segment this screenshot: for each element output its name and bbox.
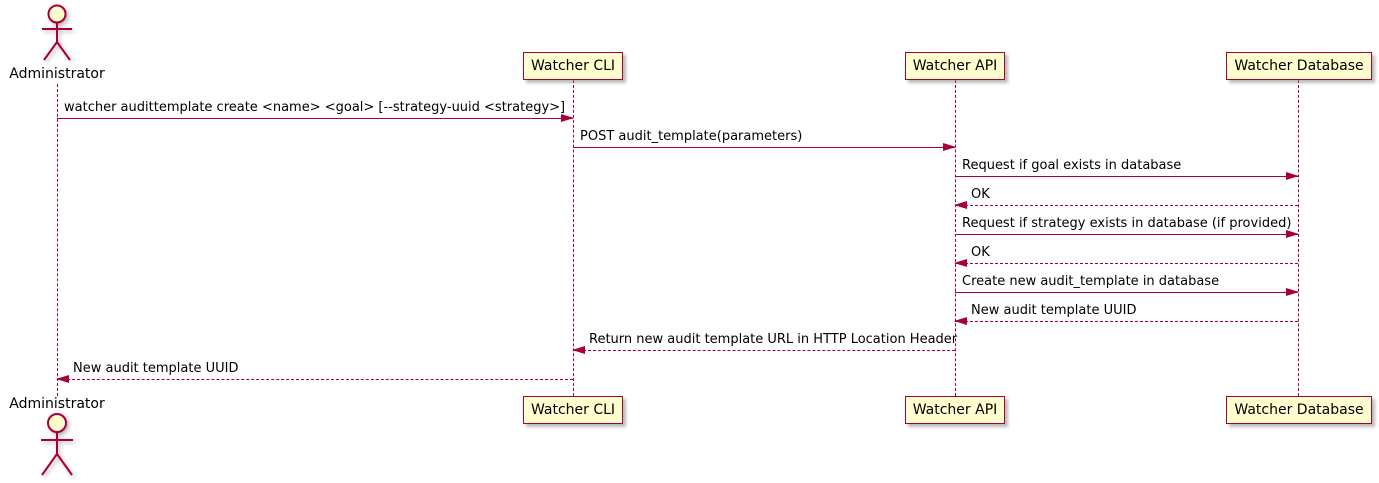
message-5-label: Request if strategy exists in database (… xyxy=(962,216,1292,231)
message-6-label: OK xyxy=(971,245,990,260)
message-10-line xyxy=(57,379,573,380)
arrowhead-right-icon xyxy=(1286,171,1299,180)
lifeline-watcher-database xyxy=(1298,80,1299,396)
actor-label-bottom: Administrator xyxy=(9,396,105,412)
message-10-label: New audit template UUID xyxy=(73,361,239,376)
message-7-line xyxy=(955,292,1298,293)
message-9-label: Return new audit template URL in HTTP Lo… xyxy=(589,332,958,347)
message-7: Create new audit_template in database xyxy=(955,274,1299,296)
arrowhead-right-icon xyxy=(1286,229,1299,238)
message-2-line xyxy=(573,147,955,148)
message-1-line xyxy=(57,118,573,119)
message-8-label: New audit template UUID xyxy=(971,303,1137,318)
arrowhead-right-icon xyxy=(561,113,574,122)
participant-watcher-database-top: Watcher Database xyxy=(1226,52,1372,80)
message-7-label: Create new audit_template in database xyxy=(962,274,1220,289)
participant-watcher-cli-top: Watcher CLI xyxy=(523,52,623,80)
participant-watcher-api-bottom: Watcher API xyxy=(905,396,1005,424)
person-icon xyxy=(41,413,73,476)
message-1-label: watcher audittemplate create <name> <goa… xyxy=(64,100,566,115)
actor-figure-top xyxy=(35,3,79,69)
message-2: POST audit_template(parameters) xyxy=(573,129,956,151)
message-3-label: Request if goal exists in database xyxy=(962,158,1182,173)
message-3-line xyxy=(955,176,1298,177)
arrowhead-left-icon xyxy=(954,316,967,325)
arrowhead-left-icon xyxy=(954,258,967,267)
message-6: OK xyxy=(954,245,1298,267)
message-9: Return new audit template URL in HTTP Lo… xyxy=(572,332,957,354)
message-3: Request if goal exists in database xyxy=(955,158,1299,180)
person-icon xyxy=(42,4,72,61)
message-2-label: POST audit_template(parameters) xyxy=(580,129,803,144)
message-1: watcher audittemplate create <name> <goa… xyxy=(57,100,574,122)
message-9-line xyxy=(573,350,955,351)
message-6-line xyxy=(955,263,1298,264)
participant-watcher-cli-bottom: Watcher CLI xyxy=(523,396,623,424)
message-5: Request if strategy exists in database (… xyxy=(955,216,1299,238)
participant-watcher-api-top: Watcher API xyxy=(905,52,1005,80)
message-8-line xyxy=(955,321,1298,322)
arrowhead-right-icon xyxy=(943,142,956,151)
lifeline-watcher-cli xyxy=(573,80,574,396)
message-4: OK xyxy=(954,187,1298,209)
message-10: New audit template UUID xyxy=(56,361,573,383)
arrowhead-left-icon xyxy=(954,200,967,209)
message-4-label: OK xyxy=(971,187,990,202)
lifeline-watcher-api xyxy=(955,80,956,396)
arrowhead-right-icon xyxy=(1286,287,1299,296)
actor-label-top: Administrator xyxy=(9,66,105,82)
message-4-line xyxy=(955,205,1298,206)
lifeline-administrator xyxy=(57,84,58,396)
message-5-line xyxy=(955,234,1298,235)
arrowhead-left-icon xyxy=(56,374,69,383)
message-8: New audit template UUID xyxy=(954,303,1298,325)
arrowhead-left-icon xyxy=(572,345,585,354)
actor-figure-bottom xyxy=(33,411,81,483)
participant-watcher-database-bottom: Watcher Database xyxy=(1226,396,1372,424)
